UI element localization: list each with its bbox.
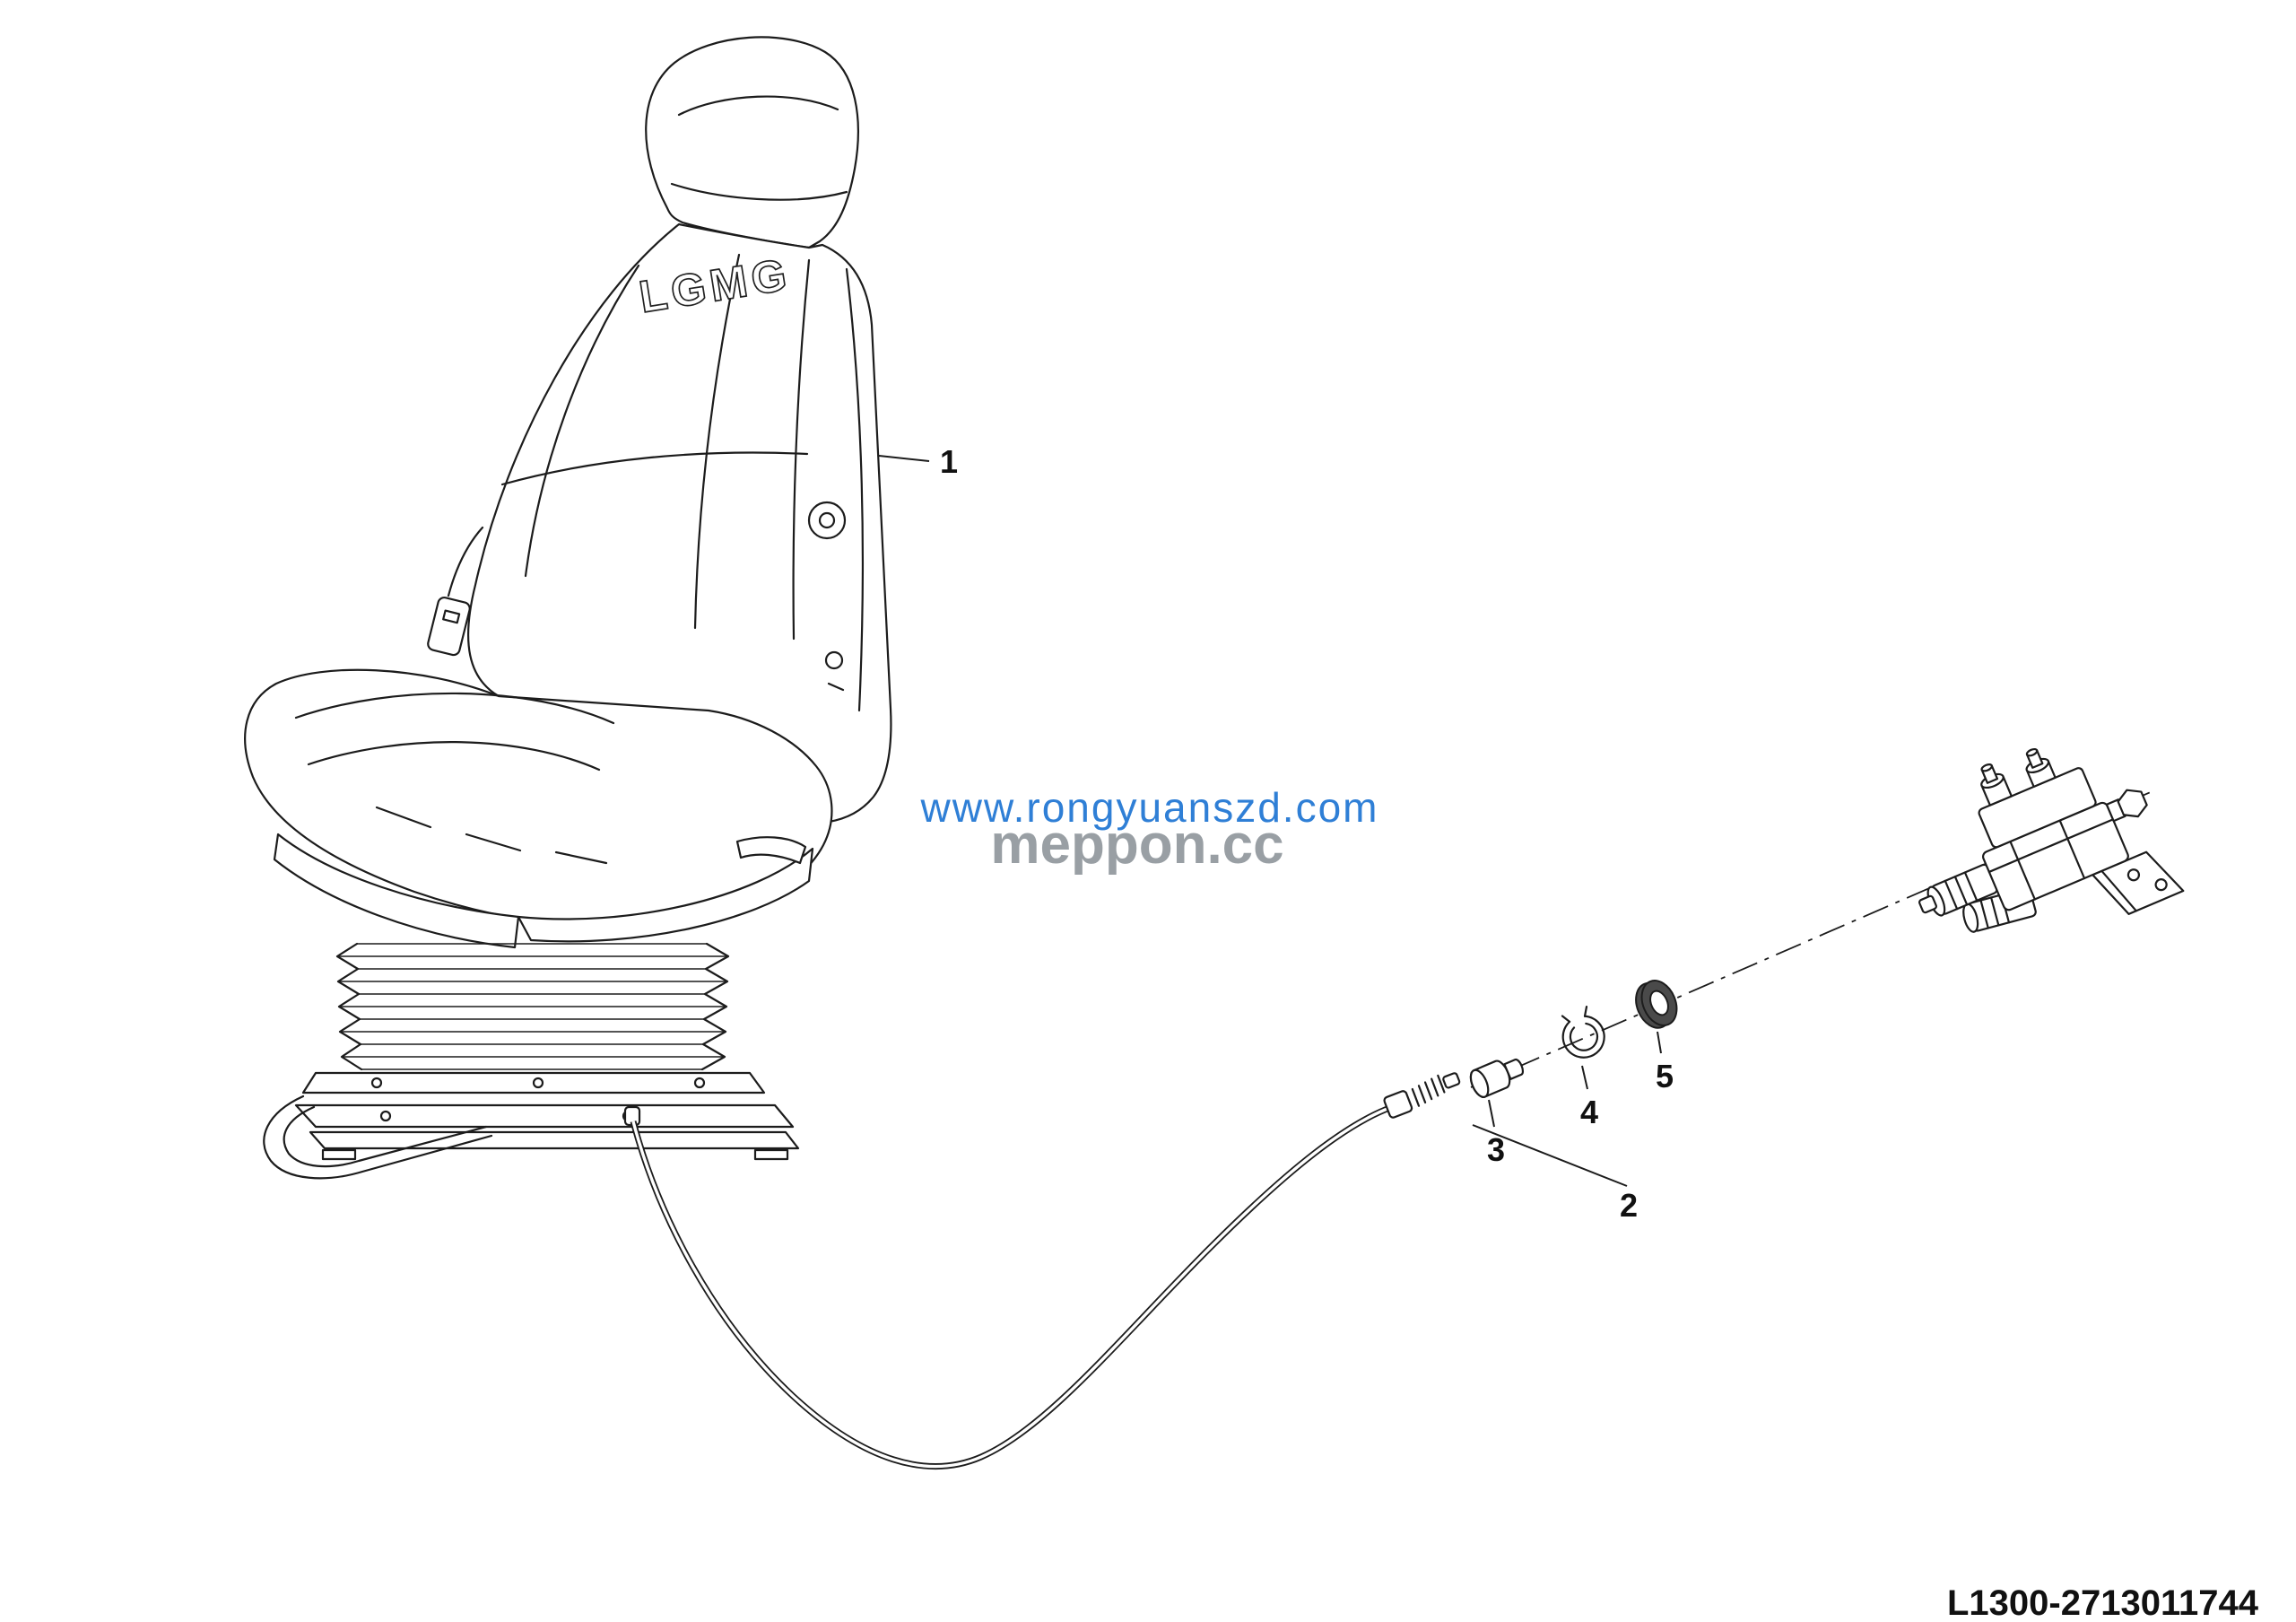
seat-cushion <box>244 668 833 949</box>
recliner-knob <box>807 501 847 540</box>
callout-1-label: 1 <box>940 443 958 480</box>
watermark-site-url: www.rongyuanszd.com <box>920 784 1379 831</box>
watermark-brand: meppon.cc <box>990 814 1283 876</box>
part-4 <box>1561 1006 1605 1059</box>
control-cable <box>623 1072 1461 1469</box>
side-knob <box>824 650 844 670</box>
seat-assembly: LGMG <box>244 36 892 1180</box>
part-3 <box>1469 1058 1525 1098</box>
seatbelt-strap <box>447 526 484 597</box>
slide-handle <box>735 836 807 865</box>
callout-2-label: 2 <box>1620 1187 1638 1224</box>
part-5 <box>1635 980 1678 1029</box>
callout-4-label: 4 <box>1580 1094 1598 1130</box>
callout-5: 5 <box>1656 1031 1674 1094</box>
backrest: LGMG <box>467 222 892 824</box>
callout-1: 1 <box>878 443 958 480</box>
valve-manifold <box>1978 767 2097 849</box>
solenoid-cylinder <box>1918 863 1998 917</box>
cable-end-connector <box>1383 1072 1461 1119</box>
mounting-bracket <box>2092 850 2185 915</box>
seatbelt-buckle <box>427 596 471 657</box>
suspension-bellows <box>335 942 730 1071</box>
hex-plug <box>2117 789 2148 818</box>
callout-4: 4 <box>1580 1065 1598 1130</box>
drawing-number: L1300-2713011744 <box>1947 1583 2259 1622</box>
front-support-bar <box>263 1094 493 1180</box>
callout-2: 2 <box>1472 1124 1638 1224</box>
callout-5-label: 5 <box>1656 1058 1674 1094</box>
callout-3-label: 3 <box>1487 1131 1505 1168</box>
callout-3: 3 <box>1487 1099 1505 1168</box>
seat-base-rails <box>263 1071 800 1180</box>
valve-assembly <box>1918 747 2185 933</box>
